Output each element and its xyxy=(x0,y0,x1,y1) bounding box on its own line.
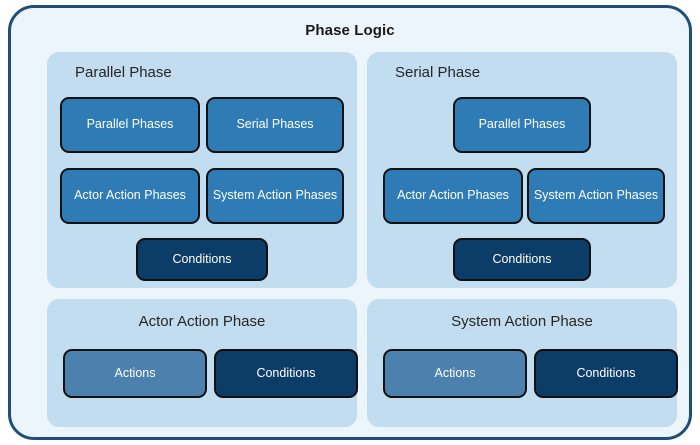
panel-title-serial-phase: Serial Phase xyxy=(395,64,481,81)
panel-title-system-action-phase: System Action Phase xyxy=(451,313,593,330)
node-parallel-phase-conditions[interactable]: Conditions xyxy=(136,238,268,281)
node-serial-phase-system-action-phases[interactable]: System Action Phases xyxy=(527,168,665,224)
node-serial-phase-parallel-phases[interactable]: Parallel Phases xyxy=(453,97,591,153)
panel-title-actor-action-phase: Actor Action Phase xyxy=(138,313,266,330)
node-actor-action-phase-actions[interactable]: Actions xyxy=(63,349,207,398)
node-system-action-phase-conditions[interactable]: Conditions xyxy=(534,349,678,398)
panel-actor-action-phase: Actor Action Phase Actions Conditions xyxy=(47,299,358,427)
panel-serial-phase: Serial Phase Parallel Phases Actor Actio… xyxy=(367,52,677,288)
panel-title-parallel-phase: Parallel Phase xyxy=(75,64,172,81)
page-title: Phase Logic xyxy=(305,22,395,39)
phase-logic-container: Phase Logic Parallel Phase Parallel Phas… xyxy=(8,5,692,440)
node-system-action-phase-actions[interactable]: Actions xyxy=(383,349,527,398)
node-serial-phase-conditions[interactable]: Conditions xyxy=(453,238,591,281)
node-parallel-phase-system-action-phases[interactable]: System Action Phases xyxy=(206,168,344,224)
node-parallel-phase-serial-phases[interactable]: Serial Phases xyxy=(206,97,344,153)
node-actor-action-phase-conditions[interactable]: Conditions xyxy=(214,349,358,398)
node-parallel-phase-actor-action-phases[interactable]: Actor Action Phases xyxy=(60,168,200,224)
panel-system-action-phase: System Action Phase Actions Conditions xyxy=(367,299,678,427)
node-parallel-phase-parallel-phases[interactable]: Parallel Phases xyxy=(60,97,200,153)
node-serial-phase-actor-action-phases[interactable]: Actor Action Phases xyxy=(383,168,523,224)
panel-parallel-phase: Parallel Phase Parallel Phases Serial Ph… xyxy=(47,52,357,288)
